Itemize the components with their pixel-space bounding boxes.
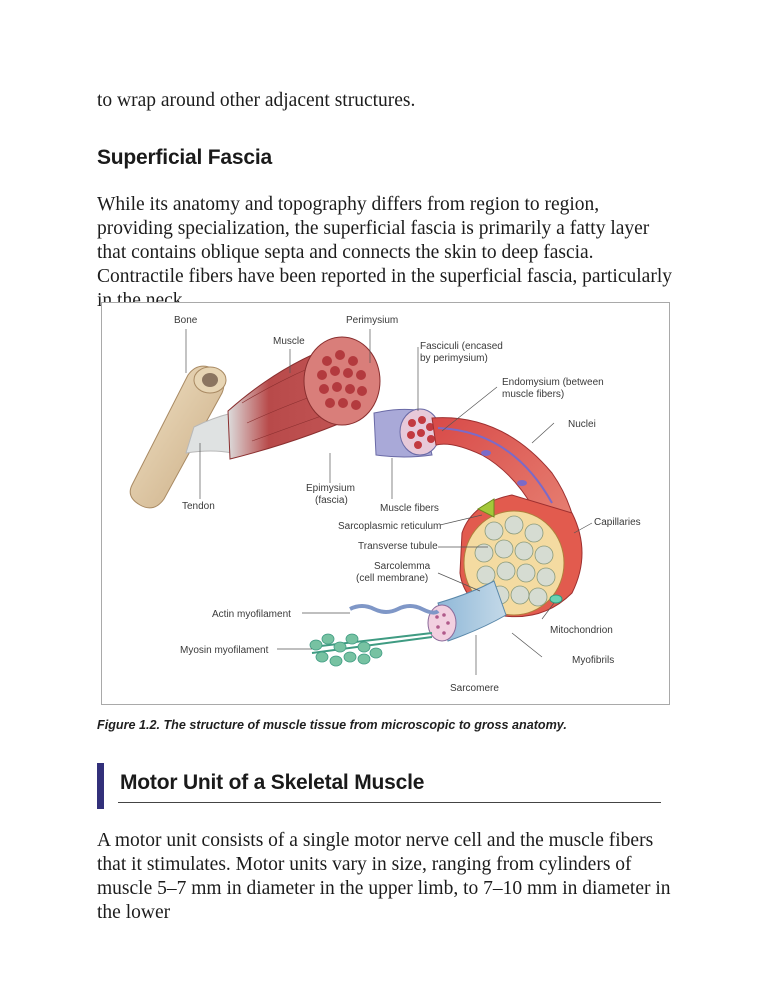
paragraph-continuation: to wrap around other adjacent structures… [97,90,416,111]
label-bone: Bone [174,315,198,326]
label-nuclei: Nuclei [568,419,596,430]
figure-caption: Figure 1.2. The structure of muscle tiss… [97,718,567,732]
leader-lines [185,329,593,675]
label-actin-myofilament: Actin myofilament [212,609,291,620]
label-transverse-tubule: Transverse tubule [358,541,438,552]
heading-motor-unit: Motor Unit of a Skeletal Muscle [120,771,425,794]
label-sarcomere: Sarcomere [450,683,499,694]
label-myosin-myofilament: Myosin myofilament [180,645,269,656]
label-sarcoplasmic-reticulum: Sarcoplasmic reticulum [338,521,441,532]
label-mitochondrion: Mitochondrion [550,625,613,636]
label-tendon: Tendon [182,501,215,512]
section-rule [118,802,661,803]
section-accent-bar [97,763,104,809]
fasciculus-drawing [373,408,441,458]
paragraph-superficial-fascia: While its anatomy and topography differs… [97,194,672,311]
label-epimysium-line1: Epimysium [306,483,355,494]
label-endomysium-line1: Endomysium (between [502,377,604,388]
label-sarcolemma-line1: Sarcolemma [374,561,431,572]
heading-superficial-fascia: Superficial Fascia [97,146,272,169]
label-capillaries: Capillaries [594,517,641,528]
label-fasciculi-line1: Fasciculi (encased [420,341,503,352]
muscle-fiber-crosssection [459,494,583,618]
label-sarcolemma-line2: (cell membrane) [356,573,428,584]
label-muscle-fibers: Muscle fibers [380,503,439,514]
bone-drawing [129,365,227,509]
paragraph-motor-unit: A motor unit consists of a single motor … [97,830,671,923]
muscle-belly-drawing [227,336,381,460]
nucleus-drawing [481,450,491,456]
label-fasciculi-line2: by perimysium) [420,353,488,364]
label-perimysium: Perimysium [346,315,398,326]
label-myofibrils: Myofibrils [572,655,614,666]
label-epimysium-line2: (fascia) [315,495,348,506]
label-muscle: Muscle [273,336,305,347]
muscle-anatomy-illustration: Bone Perimysium Muscle Fasciculi (encase… [129,315,641,694]
myosin-filament-drawing [309,632,433,667]
label-endomysium-line2: muscle fibers) [502,389,564,400]
muscle-structure-figure: Bone Perimysium Muscle Fasciculi (encase… [101,302,670,705]
actin-filament-drawing [349,604,440,615]
